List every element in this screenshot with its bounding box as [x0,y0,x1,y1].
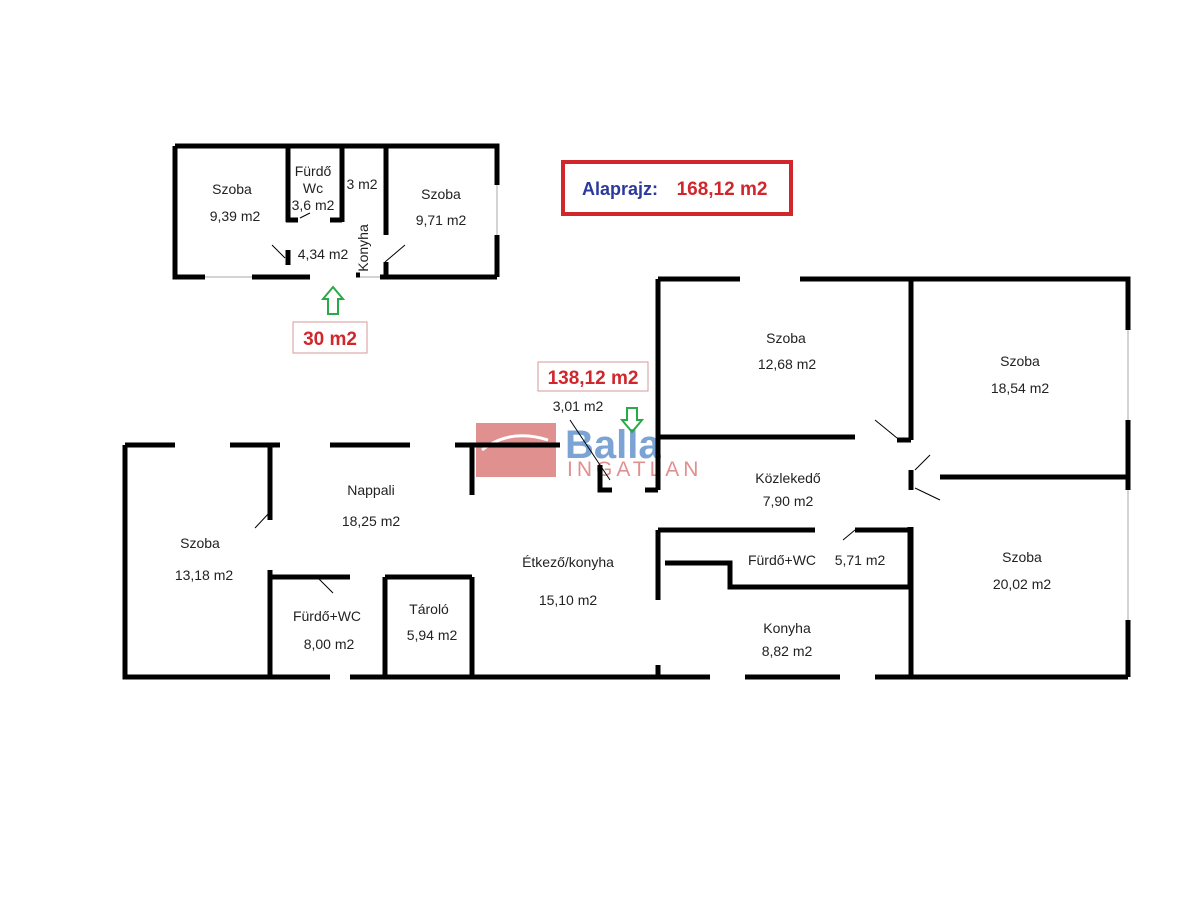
room-area: 20,02 m2 [993,576,1052,592]
room-area: 12,68 m2 [758,356,817,372]
title-box [561,160,793,216]
entrance-arrow-down-icon [619,407,645,434]
small-house-walls [172,143,500,280]
room-area: 3 m2 [346,176,377,192]
room-name: Konyha [763,620,811,636]
entrance-arrow-up-icon [320,285,346,315]
room-area: 9,39 m2 [210,208,261,224]
room-name: Szoba [180,535,220,551]
room-name: Fürdő+WC [748,552,816,568]
room-area: 18,54 m2 [991,380,1050,396]
room-name: Tároló [409,601,449,617]
room-area: 3,6 m2 [292,197,335,213]
room-name: Szoba [212,181,252,197]
room-name: Szoba [421,186,461,202]
room-name: Konyha [355,224,371,272]
room-name: Fürdő+WC [293,608,361,624]
title-total: 168,12 m2 [677,179,768,200]
main-house-total: 138,12 m2 [548,368,639,389]
room-area: 9,71 m2 [416,212,467,228]
watermark-brand: Balla [565,423,661,467]
room-area: 18,25 m2 [342,513,401,529]
room-area: 15,10 m2 [539,592,598,608]
room-name: 13,18 m2 [175,567,234,583]
room-area: 4,34 m2 [298,246,349,262]
room-area: 8,00 m2 [304,636,355,652]
room-name: Szoba [1002,549,1042,565]
room-name: Nappali [347,482,394,498]
room-area: 8,82 m2 [762,643,813,659]
room-name: Szoba [1000,353,1040,369]
room-name: Fürdő [295,163,332,179]
room-name: Wc [303,180,323,196]
watermark-logo: Balla INGATLAN [476,423,702,481]
main-house-walls [122,276,1131,680]
room-area: 5,94 m2 [407,627,458,643]
room-name: Közlekedő [755,470,821,486]
room-area: 3,01 m2 [553,398,604,414]
title-label: Alaprajz: [582,179,658,199]
room-name: Szoba [766,330,806,346]
room-name: Étkező/konyha [522,554,614,570]
room-area: 5,71 m2 [835,552,886,568]
watermark-sub: INGATLAN [567,458,702,481]
small-house-total: 30 m2 [303,329,357,350]
room-area: 7,90 m2 [763,493,814,509]
